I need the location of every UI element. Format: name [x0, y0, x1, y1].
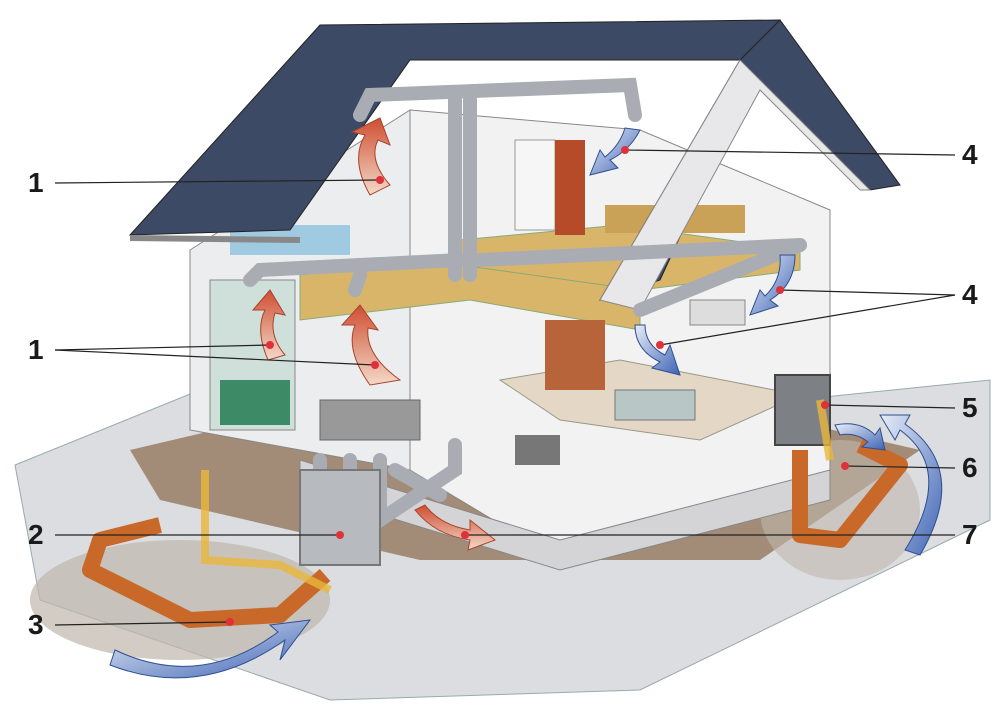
callout-2: 2 [28, 519, 44, 550]
cool-air-arrows [109, 127, 943, 679]
cool-arrow-ground [109, 619, 312, 679]
cool-arrow-intake [879, 414, 943, 556]
cool-arrow-unit [834, 423, 886, 451]
callout-6: 6 [962, 452, 978, 483]
callout-7: 7 [962, 519, 978, 550]
callout-4-upper: 4 [962, 139, 978, 170]
warm-arrow-exhaust [414, 504, 497, 551]
callout-1-rooms: 1 [28, 334, 44, 365]
warm-arrow-attic [350, 117, 391, 196]
yellow-ducts [201, 399, 834, 594]
warm-arrow-bath [251, 289, 287, 361]
cool-arrow-living [634, 324, 681, 376]
warm-air-arrows [251, 117, 497, 551]
cool-arrow-upper [589, 127, 641, 176]
warm-arrow-kitchen [340, 304, 402, 386]
cool-arrow-mid [749, 254, 796, 316]
callout-3: 3 [28, 609, 44, 640]
callout-5: 5 [962, 392, 978, 423]
house [189, 109, 831, 571]
callout-leader-lines [54, 149, 956, 626]
callout-4-lower: 4 [962, 279, 978, 310]
callout-1-attic: 1 [28, 167, 44, 198]
callout-dots [226, 146, 849, 626]
ventilation-ducts [243, 77, 831, 566]
ground-heat-pipes [82, 437, 908, 628]
